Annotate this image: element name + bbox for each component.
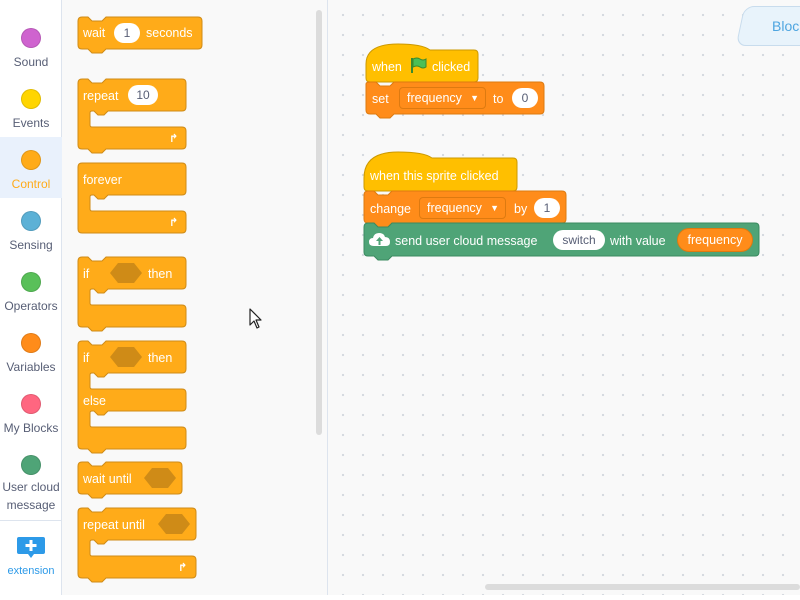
change-variable-name: frequency xyxy=(427,201,482,215)
mouse-pointer-icon xyxy=(249,308,263,335)
wait-until-label: wait until xyxy=(83,472,132,486)
condition-slot[interactable] xyxy=(158,514,190,534)
change-variable-dropdown[interactable]: frequency ▼ xyxy=(419,197,506,219)
sound-category-dot-icon xyxy=(21,28,41,48)
category-label: Events xyxy=(12,116,50,130)
dropdown-arrow-icon: ▼ xyxy=(470,93,479,103)
then-label: then xyxy=(148,351,173,365)
set-variable-name: frequency xyxy=(407,91,462,105)
extension-button[interactable]: extension xyxy=(0,520,62,590)
else-label: else xyxy=(83,394,106,408)
category-label: Operators xyxy=(4,299,58,313)
wait-seconds-input[interactable]: 1 xyxy=(114,23,140,43)
block-palette: wait 1 seconds repeat 10 ↱ forever ↱ if … xyxy=(62,0,328,595)
if-then-block[interactable]: if then xyxy=(77,256,188,332)
repeat-label: repeat xyxy=(83,89,119,103)
category-user-cloud-message[interactable]: User cloud message xyxy=(0,455,62,517)
wait-label: wait xyxy=(83,26,106,40)
category-sensing[interactable]: Sensing xyxy=(0,211,62,272)
events-category-dot-icon xyxy=(21,89,41,109)
by-label: by xyxy=(514,202,528,216)
cloud-message-category-dot-icon xyxy=(21,455,41,475)
send-cloud-message-label: send user cloud message xyxy=(395,234,538,248)
palette-scrollbar[interactable] xyxy=(316,10,322,435)
with-value-label: with value xyxy=(610,234,666,248)
category-label: Variables xyxy=(6,360,56,374)
if-label: if xyxy=(83,267,90,281)
category-label: Sound xyxy=(13,55,49,69)
operators-category-dot-icon xyxy=(21,272,41,292)
category-sound[interactable]: Sound xyxy=(0,28,62,89)
repeat-count-input[interactable]: 10 xyxy=(128,85,158,105)
repeat-until-label: repeat until xyxy=(83,518,145,532)
sensing-category-dot-icon xyxy=(21,211,41,231)
category-my-blocks[interactable]: My Blocks xyxy=(0,394,62,455)
change-value-input[interactable]: 1 xyxy=(534,198,560,218)
forever-label: forever xyxy=(83,173,122,187)
tab-blocks-label: Bloc xyxy=(772,18,800,34)
message-name-input[interactable]: switch xyxy=(553,230,605,250)
set-variable-dropdown[interactable]: frequency ▼ xyxy=(399,87,486,109)
workspace-scrollbar[interactable] xyxy=(485,584,800,590)
condition-slot[interactable] xyxy=(110,263,142,283)
dropdown-arrow-icon: ▼ xyxy=(490,203,499,213)
repeat-block[interactable]: repeat 10 ↱ xyxy=(77,78,188,154)
loop-arrow-icon: ↱ xyxy=(169,133,179,145)
if-label: if xyxy=(83,351,90,365)
when-label: when xyxy=(372,60,402,74)
loop-arrow-icon: ↱ xyxy=(169,217,179,229)
clicked-label: clicked xyxy=(432,60,471,74)
script-when-flag-clicked[interactable]: when clicked set frequency ▼ to 0 xyxy=(365,40,546,120)
category-label: Control xyxy=(11,177,51,191)
forever-block[interactable]: forever ↱ xyxy=(77,162,188,234)
set-value-input[interactable]: 0 xyxy=(512,88,538,108)
category-operators[interactable]: Operators xyxy=(0,272,62,333)
then-label: then xyxy=(148,267,173,281)
script-when-sprite-clicked[interactable]: when this sprite clicked change frequenc… xyxy=(363,148,764,264)
loop-arrow-icon: ↱ xyxy=(178,562,188,574)
condition-slot[interactable] xyxy=(110,347,142,367)
variables-category-dot-icon xyxy=(21,333,41,353)
add-extension-icon xyxy=(17,537,45,559)
category-events[interactable]: Events xyxy=(0,89,62,150)
change-label: change xyxy=(370,202,412,216)
category-control[interactable]: Control xyxy=(0,137,62,198)
my-blocks-category-dot-icon xyxy=(21,394,41,414)
repeat-until-block[interactable]: repeat until ↱ xyxy=(77,507,198,583)
category-label: Sensing xyxy=(9,238,53,252)
if-then-else-block[interactable]: if then else xyxy=(77,340,188,454)
wait-seconds-block[interactable]: wait 1 seconds xyxy=(77,16,203,54)
frequency-reporter[interactable]: frequency xyxy=(677,228,753,252)
category-variables[interactable]: Variables xyxy=(0,333,62,394)
when-sprite-clicked-label: when this sprite clicked xyxy=(370,169,499,183)
extension-label: extension xyxy=(7,565,55,577)
set-label: set xyxy=(372,92,389,106)
seconds-label: seconds xyxy=(146,26,193,40)
to-label: to xyxy=(493,92,504,106)
condition-slot[interactable] xyxy=(144,468,176,488)
category-sidebar: Sound Events Control Sensing Operators V… xyxy=(0,0,62,595)
control-category-dot-icon xyxy=(21,150,41,170)
category-label: User cloud message xyxy=(2,480,60,512)
category-label: My Blocks xyxy=(3,421,59,435)
wait-until-block[interactable]: wait until xyxy=(77,461,184,499)
